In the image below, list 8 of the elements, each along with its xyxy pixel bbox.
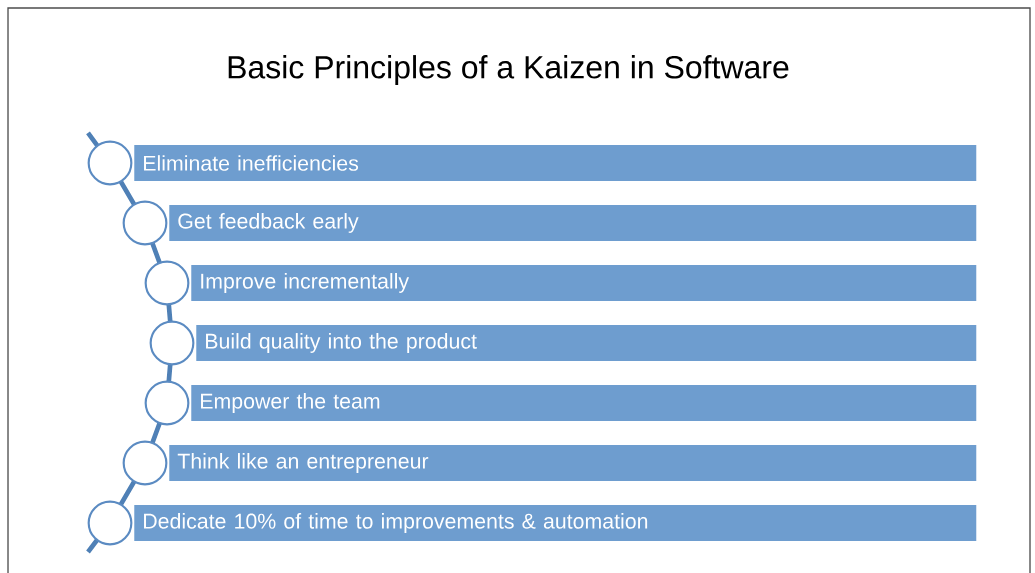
principle-bar: Dedicate 10% of time to improvements & automation [134,505,977,541]
principle-bar: Eliminate inefficiencies [134,145,977,181]
principle-bar: Empower the team [191,385,977,421]
principle-bar: Build quality into the product [196,325,977,361]
principle-bar: Improve incrementally [191,265,977,301]
principle-bar: Think like an entrepreneur [169,445,977,481]
principle-bar: Get feedback early [169,205,977,241]
title: Basic Principles of a Kaizen in Software [228,55,789,85]
